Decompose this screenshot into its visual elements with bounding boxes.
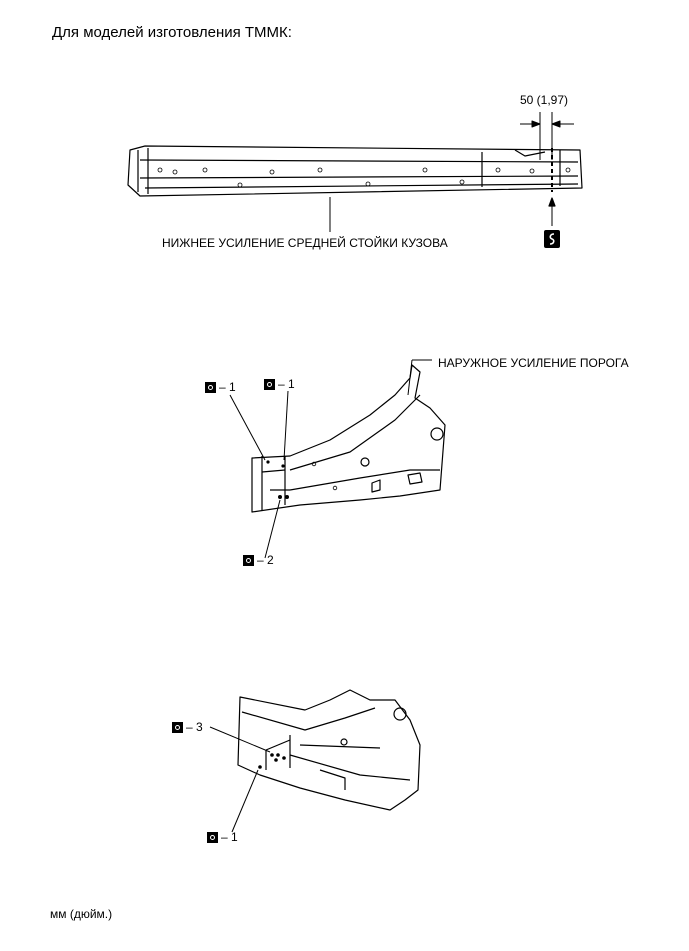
units-note: мм (дюйм.) [50, 907, 113, 921]
rocker-reinforcement-drawing [127, 145, 583, 197]
dimension-marker [520, 112, 574, 160]
spot-weld-icon [172, 721, 183, 733]
weld-callout-e: – 1 [207, 830, 238, 844]
weld-callout-b: – 1 [264, 377, 295, 391]
spot-weld-icon [205, 381, 216, 393]
page-heading: Для моделей изготовления ТММК: [52, 24, 292, 41]
weld-callout-d: – 3 [172, 720, 203, 734]
dimension-label: 50 (1,97) [520, 93, 569, 107]
outer-sill-reinforcement-drawing [251, 364, 446, 513]
weld-callout-a: – 1 [205, 380, 236, 394]
saw-cut-icon [544, 230, 560, 248]
spot-weld-icon [243, 554, 254, 566]
inner-sill-assembly-drawing [237, 689, 421, 811]
sill-reinforcement-label: НАРУЖНОЕ УСИЛЕНИЕ ПОРОГА [438, 356, 629, 370]
weld-callout-c: – 2 [243, 553, 274, 567]
spot-weld-icon [207, 831, 218, 843]
spot-weld-icon [264, 378, 275, 390]
rocker-reinforcement-label: НИЖНЕЕ УСИЛЕНИЕ СРЕДНЕЙ СТОЙКИ КУЗОВА [162, 236, 448, 250]
